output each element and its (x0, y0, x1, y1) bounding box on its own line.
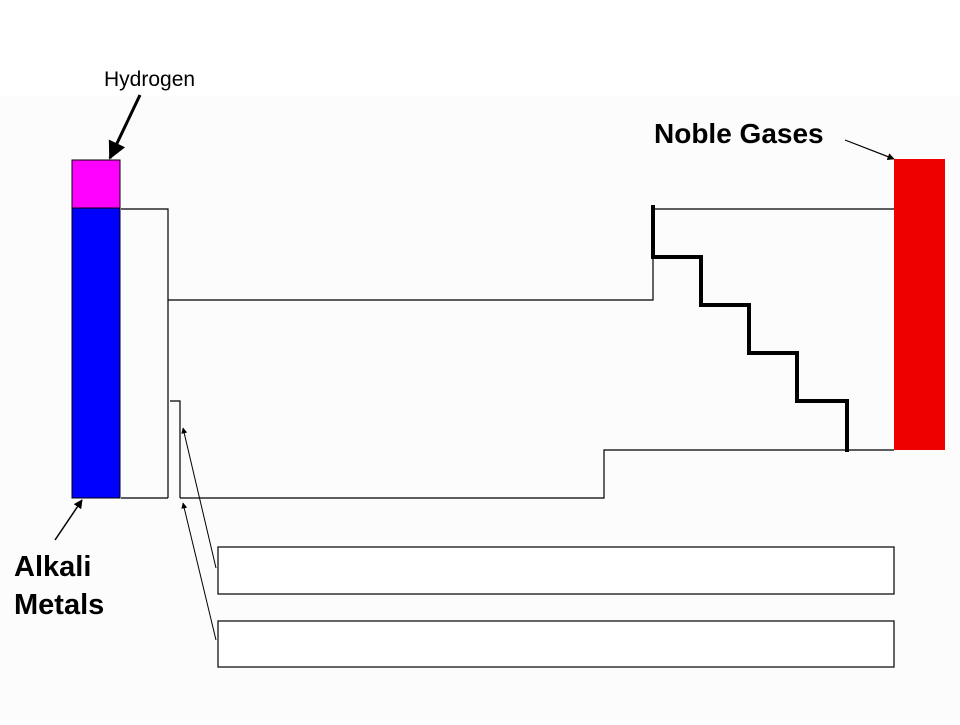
lanthanide-row (217, 546, 895, 595)
actinide-arrow (181, 502, 217, 641)
alkali-metals-arrow (54, 499, 83, 541)
hydrogen-arrow (108, 94, 142, 160)
table-lower-outline (180, 449, 894, 499)
alkali-metals-label-line-2: Metals (14, 589, 105, 621)
slide-panel (0, 96, 960, 720)
lanthanide-arrow (181, 427, 217, 569)
hydrogen-cell (71, 159, 121, 209)
noble-gases-label: Noble Gases (654, 118, 824, 149)
actinide-row (217, 620, 895, 668)
main-table-outline (121, 208, 894, 301)
lanthanide-gap-notch (170, 400, 181, 498)
alkali-metals-label-line-1: Alkali (14, 551, 92, 583)
alkali-metals-column (71, 207, 121, 499)
noble-gases-arrow (844, 139, 895, 161)
noble-gases-column (894, 159, 945, 450)
metalloid-staircase (651, 205, 849, 452)
hydrogen-label: Hydrogen (104, 68, 196, 91)
alkali-metals-label: Alkali Metals (14, 548, 104, 624)
